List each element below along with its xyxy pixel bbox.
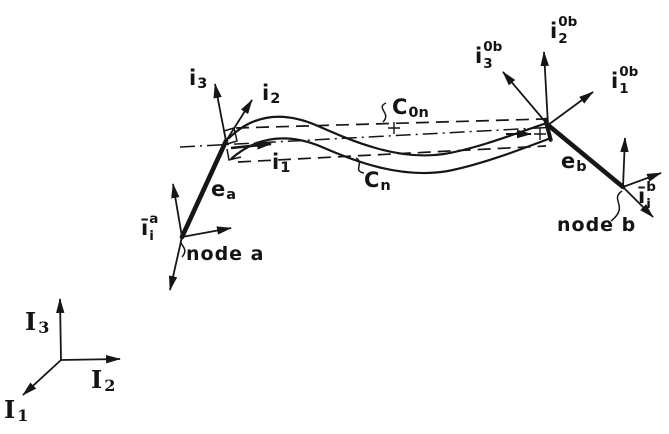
- label-I2-sub: 2: [104, 376, 116, 395]
- label-ib-bar: ī b i: [638, 179, 656, 212]
- leader-cn: [355, 157, 365, 174]
- label-i2-0b: i 0b 2: [550, 14, 578, 47]
- label-i2-sub: 2: [270, 91, 281, 107]
- label-i1-0b-scripts: 0b 1: [619, 64, 639, 97]
- label-ia-bar-sub: i: [149, 227, 154, 244]
- leader-node-a: [179, 237, 186, 258]
- label-ib-bar-sup: b: [646, 179, 656, 195]
- global-axis-I1: [22, 359, 62, 396]
- label-i3-0b-sub: 3: [483, 55, 493, 72]
- section-corner-a: [226, 148, 242, 161]
- label-i1-sub: 1: [280, 160, 291, 176]
- label-i2-main: i: [262, 81, 270, 105]
- global-frame: [22, 298, 121, 396]
- label-cn-sub: n: [380, 178, 391, 194]
- leader-lines: [179, 102, 623, 258]
- label-i2-0b-scripts: 0b 2: [558, 14, 578, 47]
- label-eb-main: e: [561, 149, 576, 173]
- section-quad-a: [223, 127, 238, 145]
- cn-top-edge: [227, 115, 548, 157]
- axis-i3-0b: [502, 71, 549, 126]
- label-ea-main: e: [211, 177, 226, 201]
- leader-node-b: [610, 190, 623, 222]
- label-i1-0b-sup: 0b: [619, 64, 639, 80]
- node-a-axis-down: [168, 236, 183, 291]
- axis-i2-0b: [540, 51, 549, 126]
- label-i3-0b-main: i: [475, 43, 483, 68]
- label-ia-bar-scripts: a i: [149, 211, 159, 244]
- label-ib-bar-scripts: b i: [646, 179, 656, 212]
- beam-end-b-frame: [502, 51, 594, 142]
- label-i2-0b-sup: 0b: [558, 14, 578, 30]
- vector-ea: [179, 138, 229, 240]
- label-i1-0b: i 0b 1: [611, 64, 639, 97]
- label-i2-0b-main: i: [550, 18, 558, 43]
- label-i1-main: i: [272, 150, 280, 174]
- label-c0n-main: C: [392, 95, 408, 119]
- label-ea-sub: a: [226, 187, 237, 203]
- section-marks-a: [223, 127, 242, 161]
- label-ia-bar: ī a i: [141, 211, 159, 244]
- label-i3-0b-sup: 0b: [483, 39, 503, 55]
- label-I3-sub: 3: [38, 318, 50, 337]
- node-b-axis-right: [622, 172, 662, 188]
- label-I2-main: I: [91, 365, 103, 394]
- plus-mark-right: [534, 128, 546, 140]
- label-i3-0b-scripts: 0b 3: [483, 39, 503, 72]
- node-b-axis-up: [620, 137, 629, 188]
- label-ia-bar-main: ī: [141, 215, 149, 240]
- vector-eb: [545, 122, 626, 190]
- label-node-b-text: node b: [557, 214, 637, 236]
- label-c0n-sub: 0n: [408, 105, 429, 121]
- node-b-frame: [620, 137, 662, 218]
- c0n-top-dashed: [235, 118, 545, 129]
- node-a-axis-up: [171, 183, 183, 238]
- chord-dash-dot: [179, 126, 558, 148]
- label-i1-0b-sub: 1: [619, 80, 629, 97]
- node-a-axis-right: [181, 226, 232, 238]
- label-cn-main: C: [364, 168, 380, 192]
- leader-c0n: [381, 102, 387, 123]
- label-node-a: node a: [186, 245, 265, 264]
- label-ib-bar-sub: i: [646, 195, 651, 212]
- label-i3-sub: 3: [197, 76, 208, 92]
- label-ib-bar-main: ī: [638, 183, 646, 208]
- label-i3-0b: i 0b 3: [475, 39, 503, 72]
- curve-cn: [227, 115, 552, 175]
- label-i1-0b-main: i: [611, 68, 619, 93]
- label-I3-main: I: [25, 307, 37, 336]
- label-node-b: node b: [557, 216, 636, 235]
- label-i2-0b-sub: 2: [558, 30, 568, 47]
- label-I1-sub: 1: [17, 406, 29, 425]
- node-b-axis-down: [622, 186, 654, 218]
- label-eb-sub: b: [576, 159, 587, 175]
- axis-i2: [225, 99, 253, 142]
- global-axis-I3: [56, 298, 65, 361]
- axis-i1-0b: [547, 91, 594, 126]
- node-a-frame: [168, 183, 232, 291]
- plus-mark-mid: [388, 122, 400, 134]
- global-axis-I2: [60, 355, 121, 364]
- label-I1-main: I: [4, 395, 16, 424]
- label-node-a-text: node a: [186, 243, 265, 265]
- label-i3-main: i: [189, 66, 197, 90]
- curve-c0n: [179, 117, 558, 163]
- label-ia-bar-sup: a: [149, 211, 159, 227]
- c0n-bottom-dashed: [237, 145, 547, 163]
- cn-bottom-edge: [230, 136, 552, 175]
- centerline-marks: [388, 122, 546, 140]
